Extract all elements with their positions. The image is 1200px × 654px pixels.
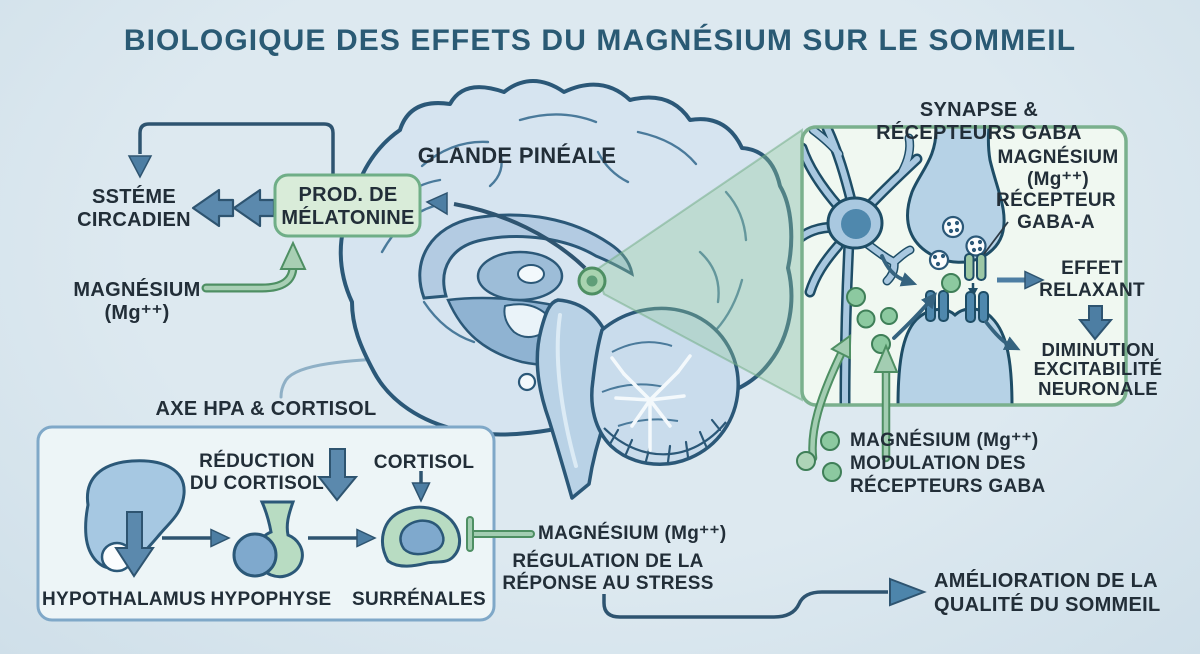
hypothalamus-down-arrow [114,511,155,578]
gaba-receptor-label: RÉCEPTEUR GABA-A [996,190,1116,233]
circadian-loop-arrow [138,122,335,176]
melatonine-box [273,173,422,238]
sleep-quality-arrow [602,590,888,619]
melatonin-to-circadian-arrows [191,188,276,228]
page-title: BIOLOGIQUE DES EFFETS DU MAGNÉSIUM SUR L… [123,24,1077,57]
cerebellum [590,306,740,466]
synapse-panel-title: SYNAPSE & RÉCEPTEURS GABA [876,99,1082,144]
hypophyse-label: HYPOPHYSE [210,589,332,610]
circadian-loop-arrowhead [127,155,153,179]
surrenales-label: SURRÉNALES [352,589,486,610]
magnesium-inhibition-tbar [466,516,535,552]
reduction-down-arrow [316,448,359,502]
magnesium-to-melatonine-arrow [201,240,307,293]
corpus-callosum [418,213,635,300]
magnesium-ion-cluster [796,431,842,482]
neuron-nucleus [841,209,871,239]
pineal-gland-label: GLANDE PINÉALE [417,143,617,168]
synapse-panel-border [800,125,1128,407]
melatonine-box-label: PROD. DE MÉLATONINE [281,184,415,229]
magnesium-ions [846,273,961,354]
hypophyse-anterior [232,532,278,578]
magnesium-entry-arrows [808,334,899,463]
stress-magnesium-label: MAGNÉSIUM (Mg⁺⁺) [538,523,727,544]
sleep-quality-arrowhead [889,577,927,607]
gaba-modulation-label: MAGNÉSIUM (Mg⁺⁺) MODULATION DES RÉCEPTEU… [850,430,1046,497]
relaxing-effect-label: EFFET RELAXANT [1039,258,1145,301]
receptor-pointer-line [983,221,1009,255]
hypothalamus-label: HYPOTHALAMUS [41,589,207,610]
synaptic-vesicles [928,215,987,271]
mammillary-body [517,372,537,392]
stress-regulation-label: RÉGULATION DE LA RÉPONSE AU STRESS [502,551,714,594]
brainstem-stripe [555,313,578,468]
neuronal-excitability-label: DIMINUTION EXCITABILITÉ NEURONALE [1033,339,1163,399]
thalamus-highlight [517,264,545,284]
postsynaptic-neuron [896,307,1014,405]
pineal-to-melatonine-arrow [453,202,587,270]
sleep-quality-label: AMÉLIORATION DE LA QUALITÉ DU SOMMEIL [934,570,1161,617]
synapse-flow-arrows [880,254,1021,351]
surrenales-medulla [399,519,445,556]
presynaptic-neuron [802,127,923,405]
hpa-panel-title: AXE HPA & CORTISOL [155,398,377,420]
arbor-vitae [610,354,692,452]
cortisol-label: CORTISOL [373,452,475,473]
circadian-system-label: SSTÉME CIRCADIEN [77,186,191,231]
pineal-arrowhead [425,191,448,216]
synapse-magnesium-label: MAGNÉSIUM (Mg⁺⁺) [997,147,1119,190]
relaxant-down-arrow [1077,305,1114,341]
brain-illustration [338,79,794,500]
magnesium-left-label: MAGNÉSIUM (Mg⁺⁺) [73,279,201,324]
gaba-a-receptor [964,253,987,281]
hpa-flow-arrows [162,471,421,538]
cortisol-reduction-label: RÉDUCTION DU CORTISOL [189,451,325,494]
pineal-gland-core [586,275,598,287]
